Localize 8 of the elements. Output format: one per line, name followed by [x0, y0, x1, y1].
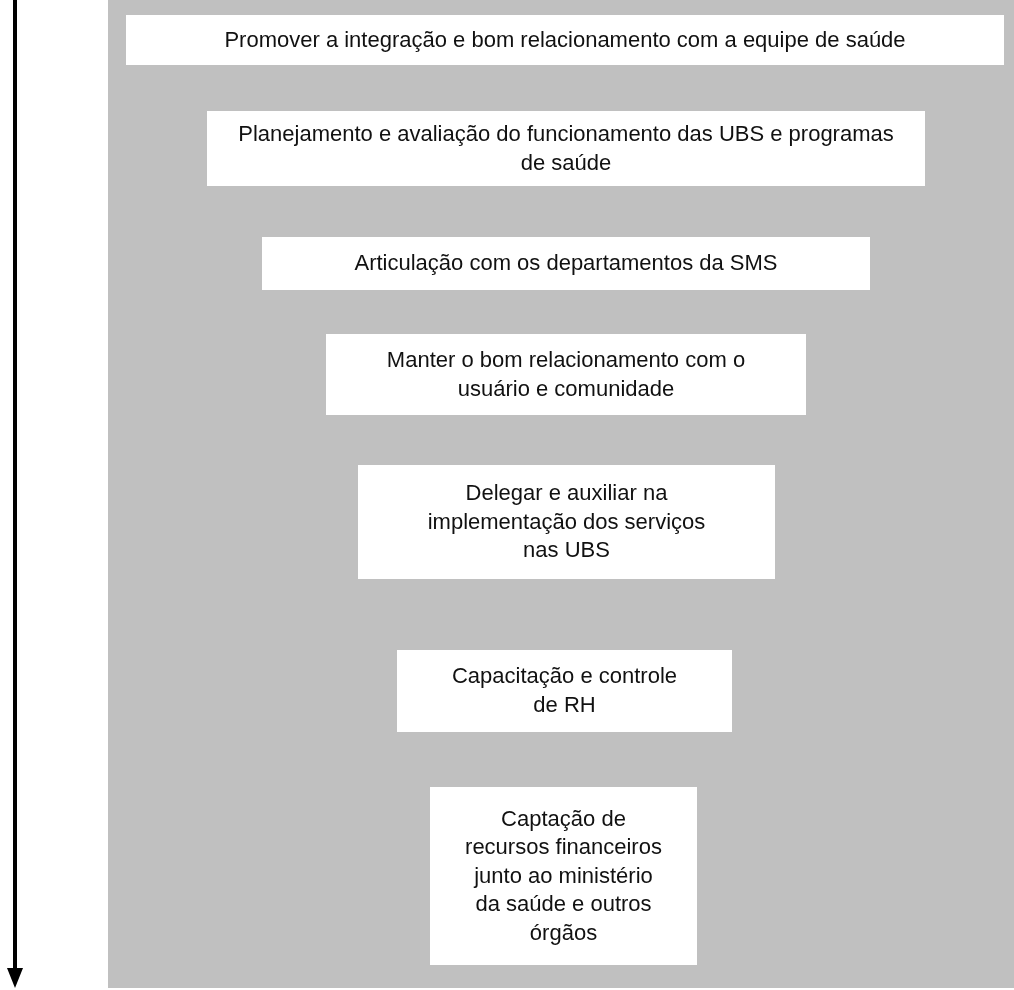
text-box: Articulação com os departamentos da SMS [262, 237, 870, 290]
panel-background [108, 0, 1014, 988]
text-box: Captação de recursos financeiros junto ao ministério da saúde e outros órgãos [430, 787, 697, 965]
text-box: Delegar e auxiliar na implementação dos serviços nas UBS [358, 465, 775, 579]
text-box: Promover a integração e bom relacionamento com a equipe de saúde [126, 15, 1004, 65]
text-box: Manter o bom relacionamento com o usuário e comunidade [326, 334, 806, 415]
text-box: Planejamento e avaliação do funcionamento das UBS e programas de saúde [207, 111, 925, 186]
text-box: Capacitação e controle de RH [397, 650, 732, 732]
